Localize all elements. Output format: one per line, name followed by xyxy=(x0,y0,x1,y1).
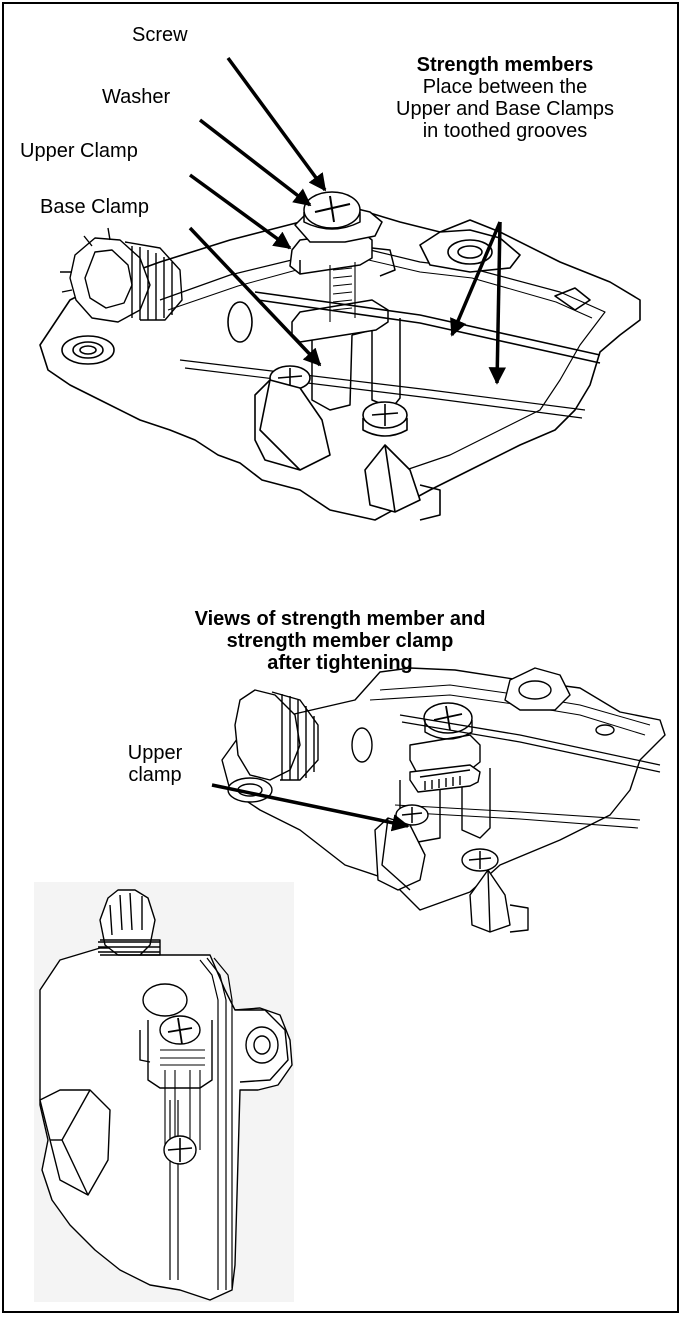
label-upper-clamp: Upper Clamp xyxy=(20,140,138,162)
arrow-strength-member-1 xyxy=(450,221,502,337)
views-heading-line2: strength member clamp xyxy=(226,630,454,652)
label-upper-clamp-lower: Upper clamp xyxy=(110,742,200,786)
label-upper-clamp-lower-line2: clamp xyxy=(128,764,182,786)
strength-members-line2: Upper and Base Clamps xyxy=(396,98,614,120)
side-view-illustration xyxy=(34,882,294,1302)
views-heading: Views of strength member and strength me… xyxy=(90,608,590,674)
arrow-upper-clamp xyxy=(188,173,292,250)
mounting-boss-left xyxy=(61,335,115,365)
views-heading-line3: after tightening xyxy=(267,652,413,674)
strength-members-line3: in toothed grooves xyxy=(422,120,588,142)
mounting-boss-right xyxy=(419,229,591,311)
latch-wedges-top xyxy=(254,379,441,521)
label-screw: Screw xyxy=(132,24,188,46)
top-enclosure-illustration xyxy=(39,191,641,521)
arrow-strength-member-2 xyxy=(488,221,507,385)
label-base-clamp: Base Clamp xyxy=(40,196,149,218)
arrow-base-clamp xyxy=(188,226,322,367)
strength-members-title: Strength members xyxy=(416,54,594,76)
arrow-screw xyxy=(226,56,327,192)
views-heading-line1: Views of strength member and xyxy=(194,608,486,630)
callout-arrow-middle xyxy=(211,783,410,832)
arrow-upper-clamp-lower xyxy=(211,783,410,832)
arrow-washer xyxy=(198,118,312,207)
cable-gland-top xyxy=(60,227,183,323)
label-upper-clamp-lower-line1: Upper xyxy=(127,742,183,764)
label-washer: Washer xyxy=(102,86,171,108)
middle-enclosure-illustration xyxy=(221,667,666,933)
strength-members-note: Strength members Place between the Upper… xyxy=(380,54,630,142)
strength-members-line1: Place between the xyxy=(422,76,588,98)
clamp-assembly-top xyxy=(289,191,401,411)
callout-arrows-top xyxy=(188,56,507,385)
strength-member-lines xyxy=(179,291,601,419)
